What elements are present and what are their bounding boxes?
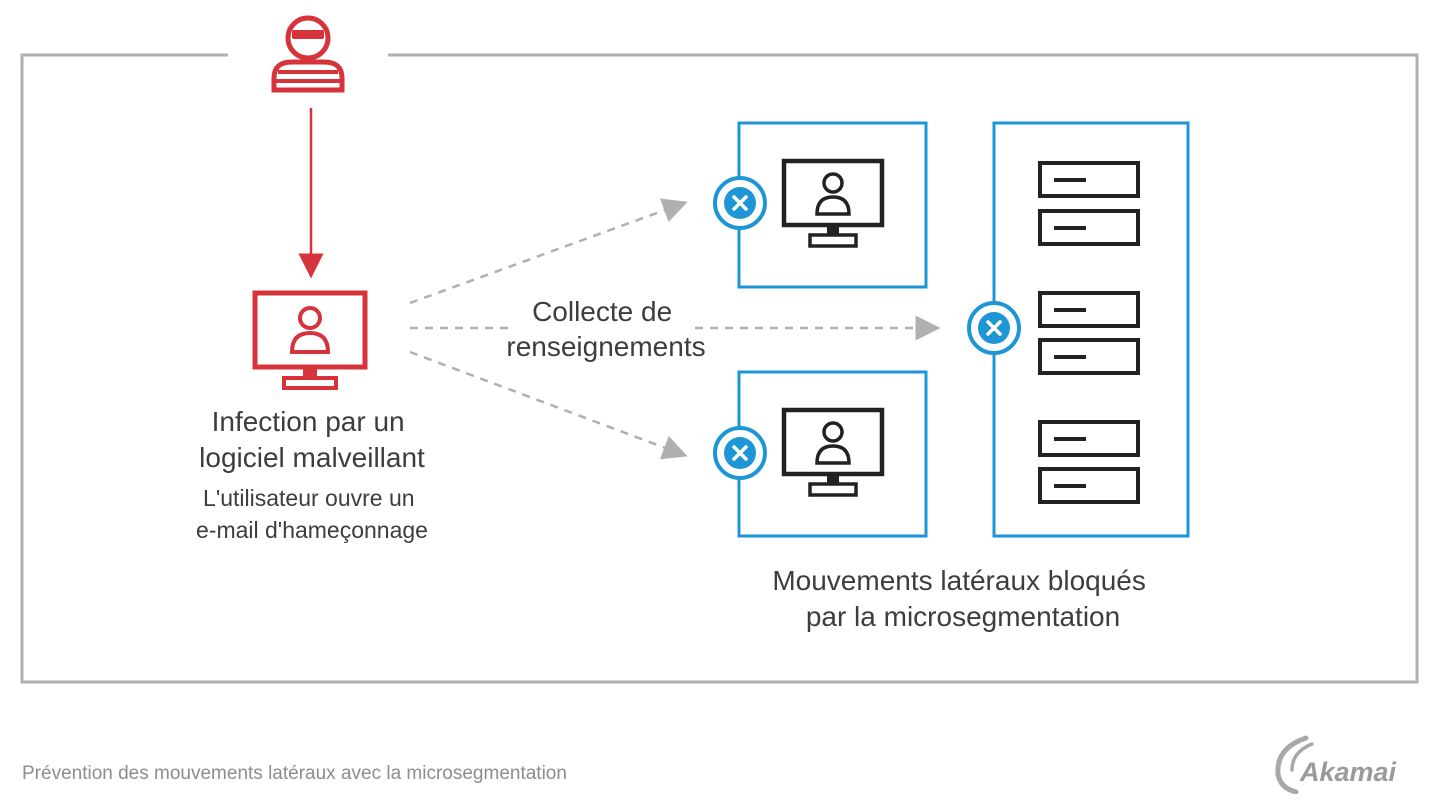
attacker-icon — [271, 15, 345, 93]
computer-icon — [781, 158, 885, 248]
target-segment-servers — [967, 121, 1190, 538]
svg-text:Collecte de renseignements: Collecte de renseignements — [506, 296, 705, 362]
infection-subtitle-line2: e-mail d'hameçonnage — [196, 517, 428, 543]
figure-caption: Prévention des mouvements latéraux avec … — [22, 763, 567, 784]
blocked-label-line2: par la microsegmentation — [806, 601, 1120, 632]
computer-icon — [781, 407, 885, 497]
blocked-x-icon — [713, 426, 767, 480]
server-rack-icon — [1038, 161, 1140, 504]
recon-label-line1: Collecte de — [532, 296, 672, 327]
akamai-logo — [1275, 735, 1314, 794]
infection-title-line1: Infection par un — [212, 406, 405, 437]
infection-title-line2: logiciel malveillant — [199, 442, 425, 473]
recon-label-line2: renseignements — [506, 331, 705, 362]
infected-computer-icon — [252, 290, 368, 390]
akamai-logo-text: Akamai — [1300, 757, 1397, 787]
target-segment-lower — [713, 370, 928, 538]
svg-text:Mouvements latéraux bloqués: Mouvements latéraux bloqués par la micro… — [772, 565, 1153, 632]
svg-text:Infection par un logiciel: Infection par un logiciel malveillant — [199, 406, 425, 473]
blocked-label-line1: Mouvements latéraux bloqués — [772, 565, 1146, 596]
svg-text:L'utilisateur ouvre un e-m: L'utilisateur ouvre un e-mail d'hameçonn… — [196, 485, 428, 543]
recon-arrow-upper — [409, 198, 688, 305]
infection-subtitle-line1: L'utilisateur ouvre un — [203, 485, 415, 511]
blocked-x-icon — [713, 176, 767, 230]
target-segment-upper — [713, 121, 928, 289]
outer-frame — [20, 53, 1419, 684]
blocked-x-icon — [967, 301, 1021, 355]
recon-arrow-lower — [409, 350, 688, 460]
